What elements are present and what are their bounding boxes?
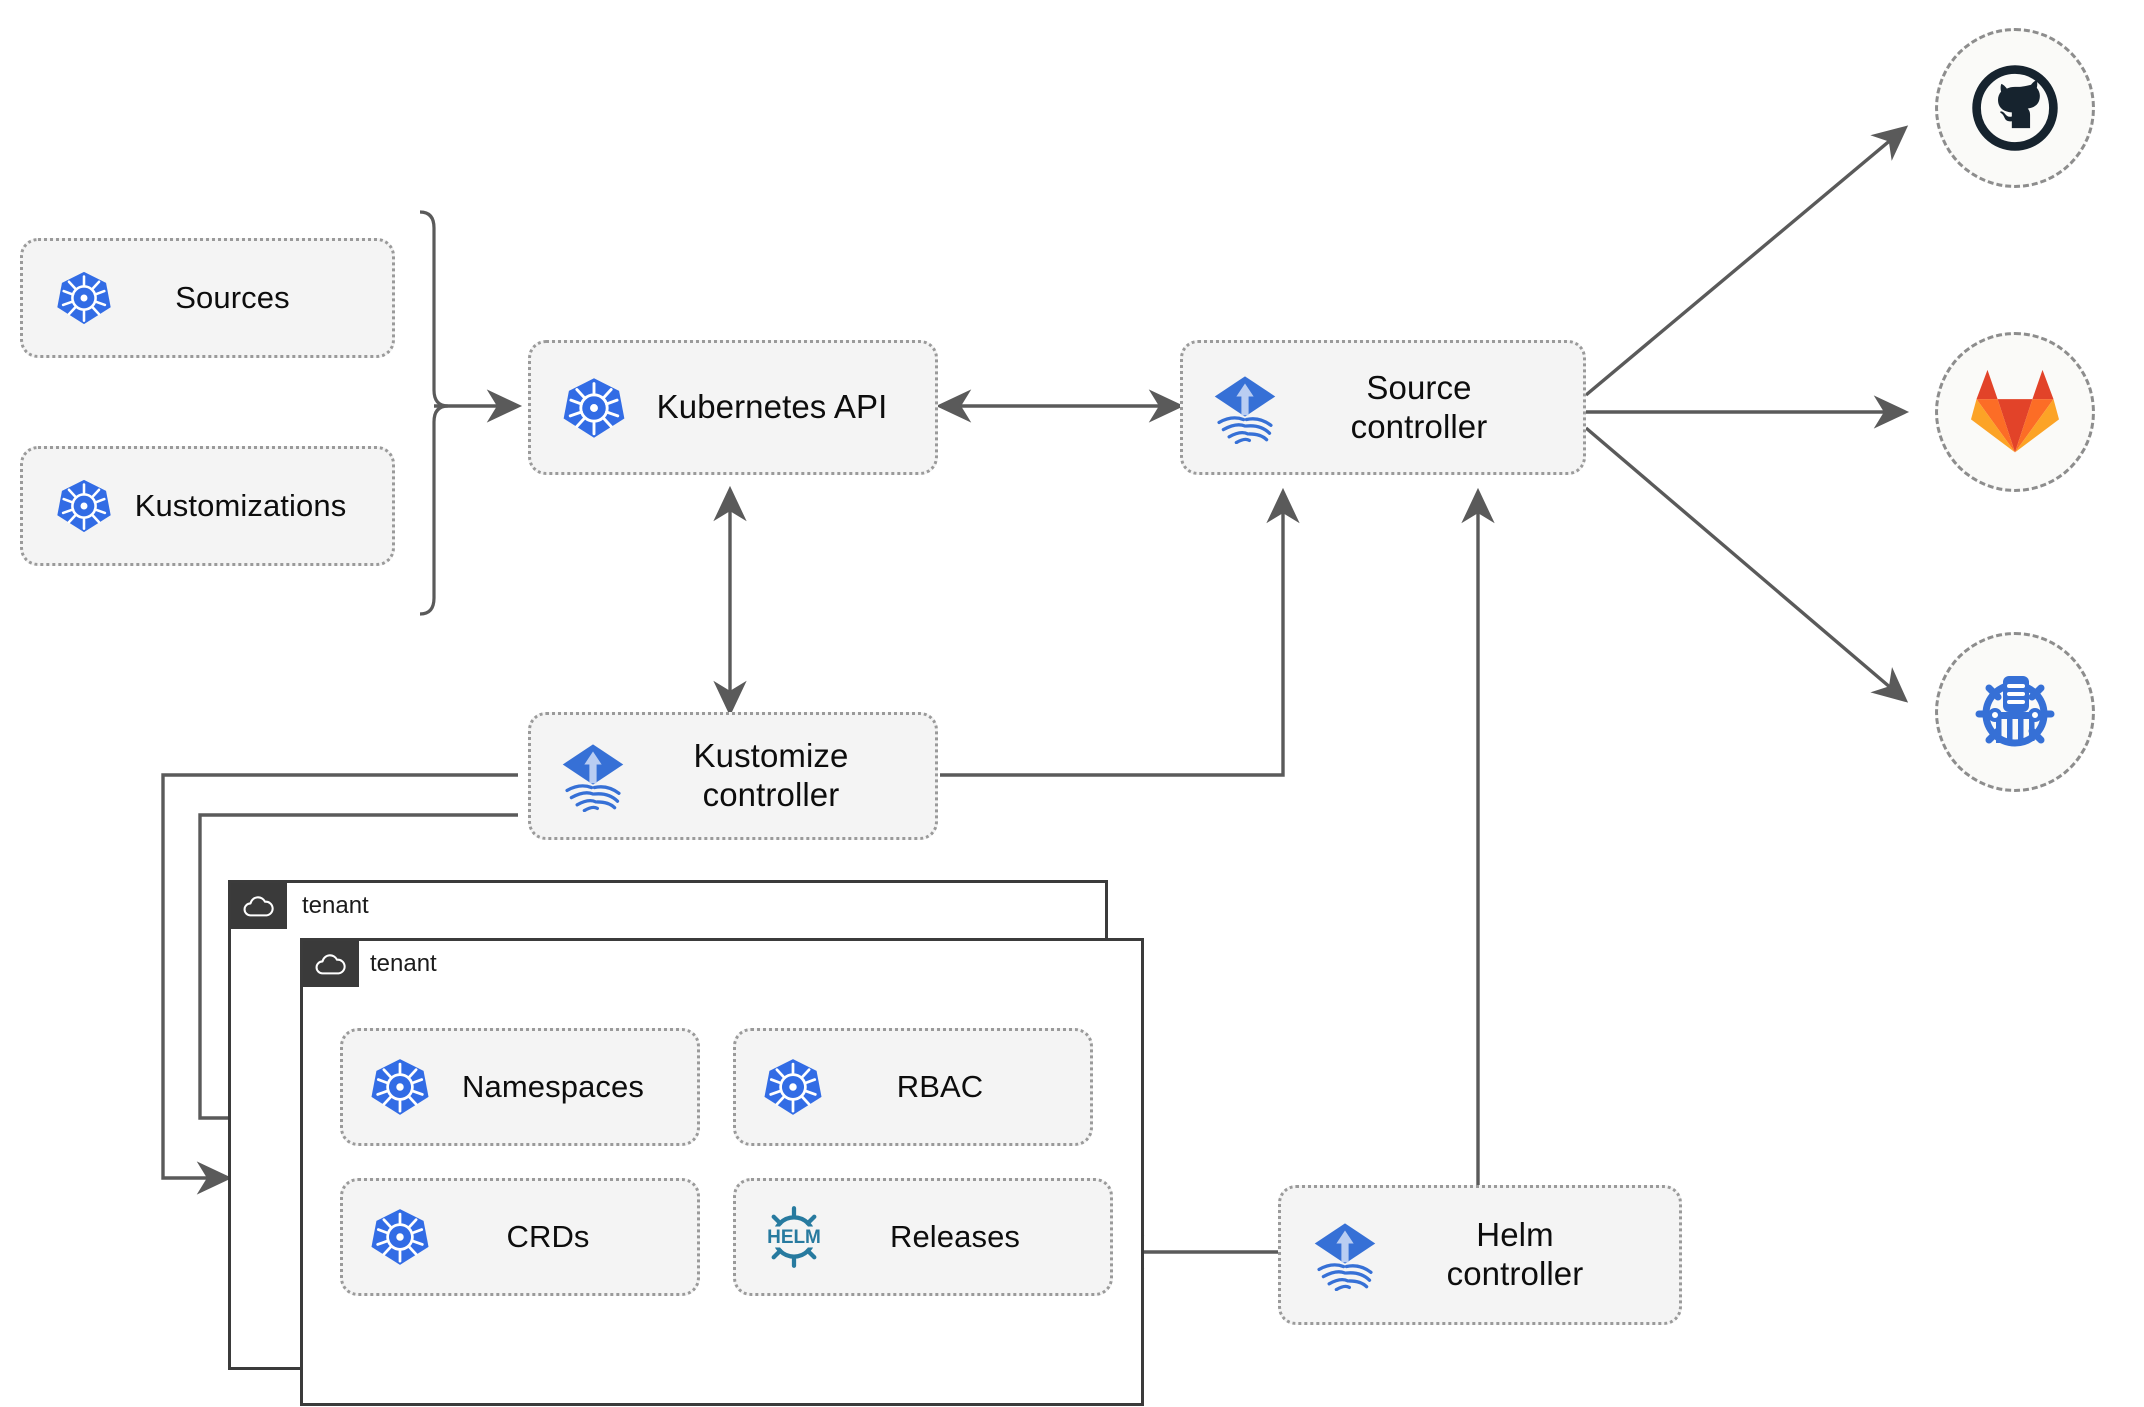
provider-github[interactable]: [1935, 28, 2095, 188]
cloud-icon: [243, 896, 274, 917]
tenant-label-front: tenant: [370, 950, 437, 977]
helm-repository-icon: [1975, 676, 2055, 747]
github-icon: [1972, 65, 2058, 151]
node-helm-controller[interactable]: Helm controller: [1278, 1185, 1682, 1325]
helm-icon: HELM: [758, 1204, 830, 1270]
provider-helm-repository[interactable]: [1935, 632, 2095, 792]
tenant-tab-back: [231, 883, 287, 929]
tenant-frame-front[interactable]: [300, 938, 1144, 1406]
node-label: Releases: [889, 1218, 1021, 1254]
provider-gitlab[interactable]: [1935, 332, 2095, 492]
node-kustomizations[interactable]: Kustomizations: [20, 446, 395, 566]
kubernetes-icon: [55, 477, 113, 535]
node-namespaces[interactable]: Namespaces: [340, 1028, 700, 1146]
node-rbac[interactable]: RBAC: [733, 1028, 1093, 1146]
node-label: Source controller: [1350, 368, 1488, 445]
kubernetes-icon: [55, 269, 113, 327]
node-crds[interactable]: CRDs: [340, 1178, 700, 1296]
node-source-controller[interactable]: Source controller: [1180, 340, 1586, 475]
tenant-tab-front: [303, 941, 359, 987]
node-label: Kubernetes API: [656, 388, 888, 426]
flux-icon: [557, 740, 629, 812]
tenant-label-back: tenant: [302, 892, 369, 919]
gitlab-icon: [1971, 369, 2059, 453]
node-kustomize-controller[interactable]: Kustomize controller: [528, 712, 938, 840]
kubernetes-icon: [762, 1056, 824, 1118]
kubernetes-icon: [561, 375, 627, 441]
node-label: Helm controller: [1446, 1216, 1584, 1292]
kubernetes-icon: [369, 1056, 431, 1118]
node-label: CRDs: [506, 1218, 590, 1254]
node-label: Namespaces: [462, 1068, 644, 1104]
node-label: RBAC: [896, 1068, 984, 1104]
node-kubernetes-api[interactable]: Kubernetes API: [528, 340, 938, 475]
flux-icon: [1209, 372, 1281, 444]
node-label: Kustomizations: [134, 487, 347, 523]
node-sources[interactable]: Sources: [20, 238, 395, 358]
cloud-icon: [315, 954, 346, 975]
node-label: Sources: [175, 279, 290, 315]
svg-text:HELM: HELM: [767, 1227, 821, 1248]
node-label: Kustomize controller: [693, 737, 849, 813]
flux-icon: [1309, 1219, 1381, 1291]
kubernetes-icon: [369, 1206, 431, 1268]
node-releases[interactable]: HELM Releases: [733, 1178, 1113, 1296]
